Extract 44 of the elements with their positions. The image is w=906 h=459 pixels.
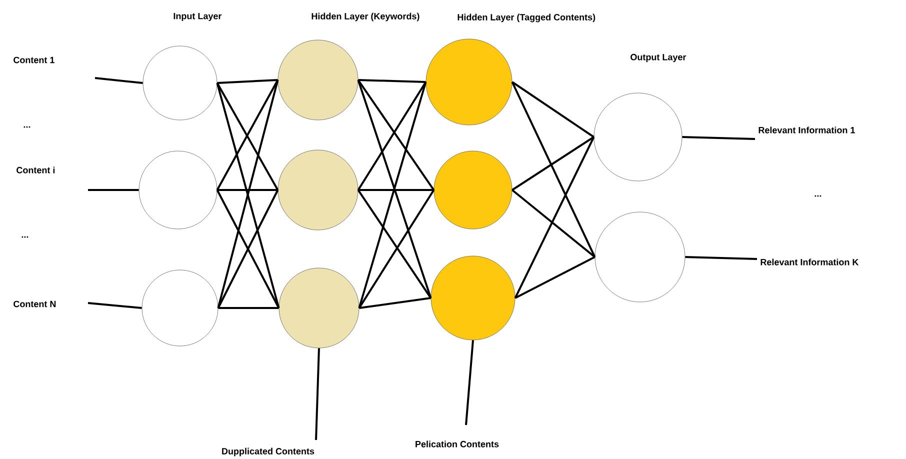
layer-label: ... (814, 195, 822, 197)
neuron-circle (594, 212, 686, 302)
connection-line (512, 189, 596, 258)
connection-line (217, 189, 278, 191)
connection-line (94, 77, 143, 84)
neuron-circle (138, 150, 218, 230)
neuron-circle (278, 150, 358, 230)
neuron-circle (278, 268, 360, 348)
connection-line (685, 256, 758, 260)
connection-line (682, 136, 756, 140)
node-label: Content 1 (14, 56, 54, 64)
connection-line (88, 189, 139, 191)
node-label: Dupplicated Contents (222, 448, 314, 456)
connection-line (512, 81, 594, 138)
layer-label: Input Layer (174, 12, 222, 22)
layer-label: Output Layer (630, 54, 686, 62)
connection-line (514, 136, 595, 298)
connection-line (358, 189, 434, 191)
layer-label: Hidden Layer (Keywords) (312, 12, 420, 22)
node-label: Pelication Contents (416, 440, 499, 448)
layer-label: ... (22, 236, 28, 238)
connection-line (315, 348, 320, 440)
layer-label: ... (24, 126, 30, 128)
neuron-circle (278, 40, 358, 120)
neuron-circle (434, 150, 512, 230)
connection-line (358, 79, 426, 83)
node-label: Relevant Information 1 (758, 126, 855, 134)
connection-line (512, 136, 594, 191)
node-label: Relevant Information K (760, 258, 859, 266)
neuron-circle (142, 46, 218, 120)
connection-line (218, 307, 279, 309)
connection-line (465, 340, 474, 426)
neuron-circle (142, 270, 218, 346)
neuron-circle (426, 38, 512, 126)
node-label: Content N (14, 300, 56, 308)
layer-label: Hidden Layer (Tagged Contents) (458, 14, 596, 22)
connection-line (511, 82, 596, 258)
connection-line (359, 297, 431, 309)
neuron-circle (430, 256, 516, 340)
connection-line (88, 302, 142, 309)
connection-line (217, 79, 278, 84)
connection-line (514, 256, 596, 299)
node-label: Content i (16, 166, 55, 174)
neuron-circle (594, 92, 682, 182)
